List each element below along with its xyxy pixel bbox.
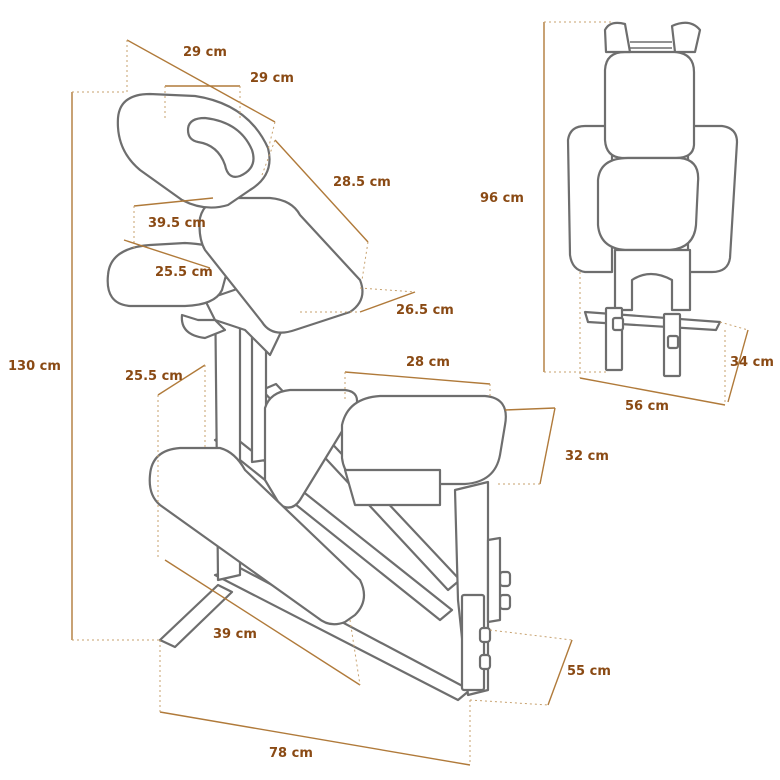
folded-head-left [603, 21, 632, 54]
folded-head-right [670, 21, 702, 54]
adjust-knob-1 [498, 570, 512, 588]
label-chestpad-length: 28.5 cm [333, 175, 391, 190]
label-armrest-width: 25.5 cm [155, 265, 213, 280]
back-pad [263, 388, 359, 509]
armrest-hook [180, 313, 227, 340]
label-folded-height: 96 cm [480, 191, 524, 206]
label-headrest-width-inner: 29 cm [250, 71, 294, 86]
label-seat-depth: 32 cm [565, 449, 609, 464]
folded-frame [613, 248, 692, 312]
folded-knob-left [611, 316, 625, 332]
folded-knob-right [666, 334, 680, 350]
base-foot-left [158, 583, 234, 649]
folded-backrest [603, 50, 696, 160]
folded-side-pad-right [686, 124, 739, 274]
folded-head-bar [630, 41, 672, 49]
label-knee-width: 25.5 cm [125, 369, 183, 384]
label-headrest-width-outer: 29 cm [183, 45, 227, 60]
knee-pad [148, 446, 366, 626]
label-base-depth: 55 cm [567, 664, 611, 679]
adjust-knob-2 [498, 593, 512, 611]
label-armrest-length: 39.5 cm [148, 216, 206, 231]
label-knee-length: 39 cm [213, 627, 257, 642]
adjust-knob-3 [478, 626, 492, 644]
folded-seat [596, 156, 700, 252]
label-seat-width: 28 cm [406, 355, 450, 370]
label-total-length: 78 cm [269, 746, 313, 761]
chair-main-view [106, 92, 512, 702]
seat-support [343, 468, 442, 507]
label-folded-width: 56 cm [625, 399, 669, 414]
adjust-knob-4 [478, 653, 492, 671]
chair-folded-view [566, 21, 739, 378]
label-total-height: 130 cm [8, 359, 61, 374]
label-folded-depth: 34 cm [730, 355, 774, 370]
rear-bracket-plate [486, 536, 502, 624]
face-cradle [116, 92, 271, 209]
label-chestpad-width: 26.5 cm [396, 303, 454, 318]
face-cradle-opening [186, 116, 255, 178]
dimension-lines [71, 21, 749, 766]
